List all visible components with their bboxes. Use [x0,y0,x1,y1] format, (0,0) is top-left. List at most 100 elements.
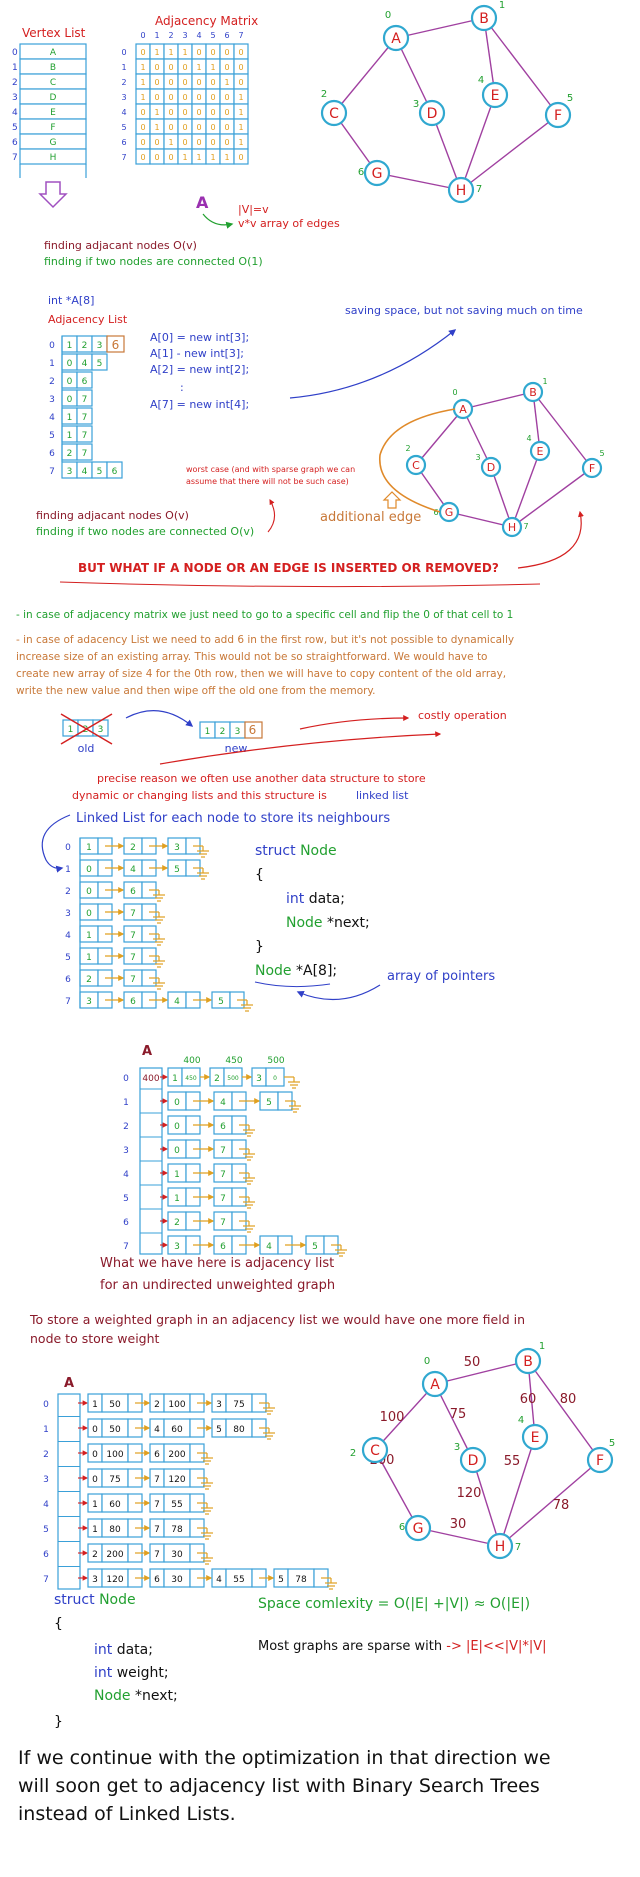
graph-node-index: 7 [476,184,482,195]
graph-node-f: F5 [544,93,573,129]
graph-edge [376,172,462,191]
matrix-col-header: 7 [238,31,243,40]
null-pointer-icon [321,1577,337,1590]
caption-line-1: What we have here is adjacency list [100,1256,334,1271]
worst-case-line-1: worst case (and with sparse graph we can [186,465,355,474]
linked-node: 5 [305,1235,339,1255]
linked-value: 7 [130,931,136,941]
vertex-cell [19,148,87,165]
matrix-value: 0 [196,108,201,117]
graph-edge [527,1360,601,1461]
matrix-value: 0 [168,108,173,117]
linked-node: 7 [213,1187,247,1207]
weighted-node-value: 7 [154,1475,160,1485]
next-address: 500 [227,1075,239,1082]
null-pointer-icon [285,1100,301,1113]
new-value: 6 [249,723,257,737]
weighted-node-weight: 120 [106,1575,123,1585]
null-pointer-icon [284,1076,300,1089]
matrix-col-header: 2 [168,31,173,40]
matrix-value: 0 [238,153,243,162]
matrix-value: 1 [168,48,173,57]
weighted-index: 0 [43,1400,49,1410]
matrix-row-header: 4 [121,108,126,117]
weighted-intro-1: To store a weighted graph in an adjacenc… [29,1312,525,1327]
svg-text:Node *next;: Node *next; [94,1688,178,1704]
linked-value: 7 [220,1170,226,1180]
adjlist-decl: int *A[8] [48,294,94,307]
linked-list-title: Linked List for each node to store its n… [76,811,390,826]
adjlist-value: 2 [67,449,73,459]
conclusion: If we continue with the optimization in … [18,1747,551,1825]
graph-node-label: F [596,1453,604,1469]
finding-adjacent-matrix: finding adjacant nodes O(v) [44,239,197,252]
adjlist-value: 7 [82,449,88,459]
linked-index: 5 [65,953,71,963]
svg-text:struct Node: struct Node [255,843,337,859]
graph-node-index: 6 [433,508,438,517]
null-pointer-icon [237,999,253,1012]
matrix-value: 0 [224,123,229,132]
linked-value: 1 [174,1170,180,1180]
matrix-value: 0 [154,138,159,147]
linked-value: 5 [312,1242,318,1252]
graph-node-index: 7 [515,1542,521,1553]
adjlist-value: 5 [97,467,103,477]
linked-value: 6 [220,1122,226,1132]
matrix-value: 0 [182,138,187,147]
matrix-value: 1 [154,108,159,117]
linked-index: 1 [65,865,71,875]
graph-node-c: C2 [405,444,427,476]
weighted-intro-2: node to store weight [30,1331,160,1346]
null-pointer-icon [239,1196,255,1209]
struct-name: Node [300,843,337,859]
matrix-value: 0 [140,108,145,117]
graph-edge [431,112,462,191]
graph-node-label: A [391,31,401,47]
matrix-row-header: 1 [121,63,126,72]
weighted-index: 1 [43,1425,49,1435]
graph-node-e: E4 [478,75,509,109]
finding-adjacent-list: finding adjacant nodes O(v) [36,509,189,522]
matrix-value: 0 [238,48,243,57]
adjlist-code-line: A[1] - new int[3]; [150,347,244,360]
weighted-node-value: 0 [92,1475,98,1485]
linked-index: 7 [65,997,71,1007]
adjlist-value: 0 [67,395,73,405]
finding-connected-list: finding if two nodes are connected O(v) [36,525,254,538]
weighted-node-value: 6 [154,1575,160,1585]
linked-value: 0 [86,887,92,897]
matrix-value: 1 [154,123,159,132]
graph-node-label: H [456,183,467,199]
arrow-icon [267,499,276,533]
weighted-node-value: 1 [92,1400,98,1410]
linked-value: 0 [86,865,92,875]
linked-value: 4 [130,865,136,875]
matrix-value: 0 [140,48,145,57]
vertex-label: B [50,63,56,73]
node-address: 400 [183,1056,200,1066]
addr-index: 6 [123,1218,129,1228]
weighted-node-weight: 60 [109,1500,121,1510]
addr-index: 4 [123,1170,129,1180]
svg-text:Node *A[8];: Node *A[8]; [255,963,337,979]
null-pointer-icon [193,845,209,858]
vertex-label: A [50,48,57,58]
linked-value: 3 [256,1074,262,1084]
graph-node-c: C2 [350,1436,389,1464]
graph-node-f: F5 [586,1438,615,1474]
adjlist-value: 1 [67,431,73,441]
next-address: 0 [273,1075,277,1082]
weighted-index: 2 [43,1450,49,1460]
field-name: data; [112,1642,153,1658]
edge-weight: 80 [560,1392,577,1407]
